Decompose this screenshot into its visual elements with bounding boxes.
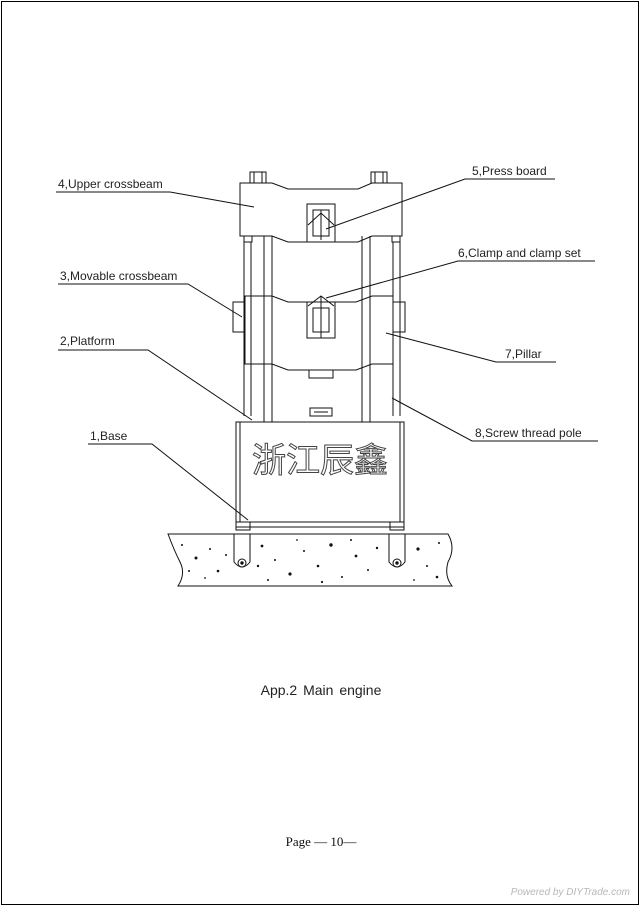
leader-press-board xyxy=(325,178,555,230)
upper-bolt-left xyxy=(249,171,267,184)
leader-screw-pole xyxy=(391,397,598,442)
platform-top xyxy=(309,407,333,417)
page-number: Page — 10— xyxy=(285,834,357,849)
watermark: Powered by DIYTrade.com xyxy=(510,887,630,898)
label-pillar: 7,Pillar xyxy=(505,347,542,361)
label-platform: 2,Platform xyxy=(60,334,115,348)
movable-crossbeam-side-left xyxy=(232,301,246,333)
upper-bolt-right xyxy=(370,171,388,184)
movable-crossbeam xyxy=(244,295,394,371)
leader-pillar xyxy=(385,332,556,363)
leader-movable-crossbeam xyxy=(58,283,243,318)
label-clamp-set: 6,Clamp and clamp set xyxy=(458,246,581,260)
base-block xyxy=(235,421,405,523)
leader-clamp-set xyxy=(325,260,595,299)
upper-clamp xyxy=(306,203,336,243)
ground-slab xyxy=(167,533,454,587)
label-base: 1,Base xyxy=(90,429,128,443)
label-upper-crossbeam: 4,Upper crossbeam xyxy=(58,177,163,191)
leader-upper-crossbeam xyxy=(56,191,255,208)
base-brand-text: 浙江辰鑫 xyxy=(252,441,388,481)
label-movable-crossbeam: 3,Movable crossbeam xyxy=(60,269,177,283)
leader-platform xyxy=(58,349,253,421)
label-press-board: 5,Press board xyxy=(472,164,547,178)
label-screw-pole: 8,Screw thread pole xyxy=(475,426,582,440)
leader-base xyxy=(88,443,249,521)
figure-caption: App.2 Main engine xyxy=(260,682,382,698)
movable-crossbeam-side-right xyxy=(392,301,406,333)
